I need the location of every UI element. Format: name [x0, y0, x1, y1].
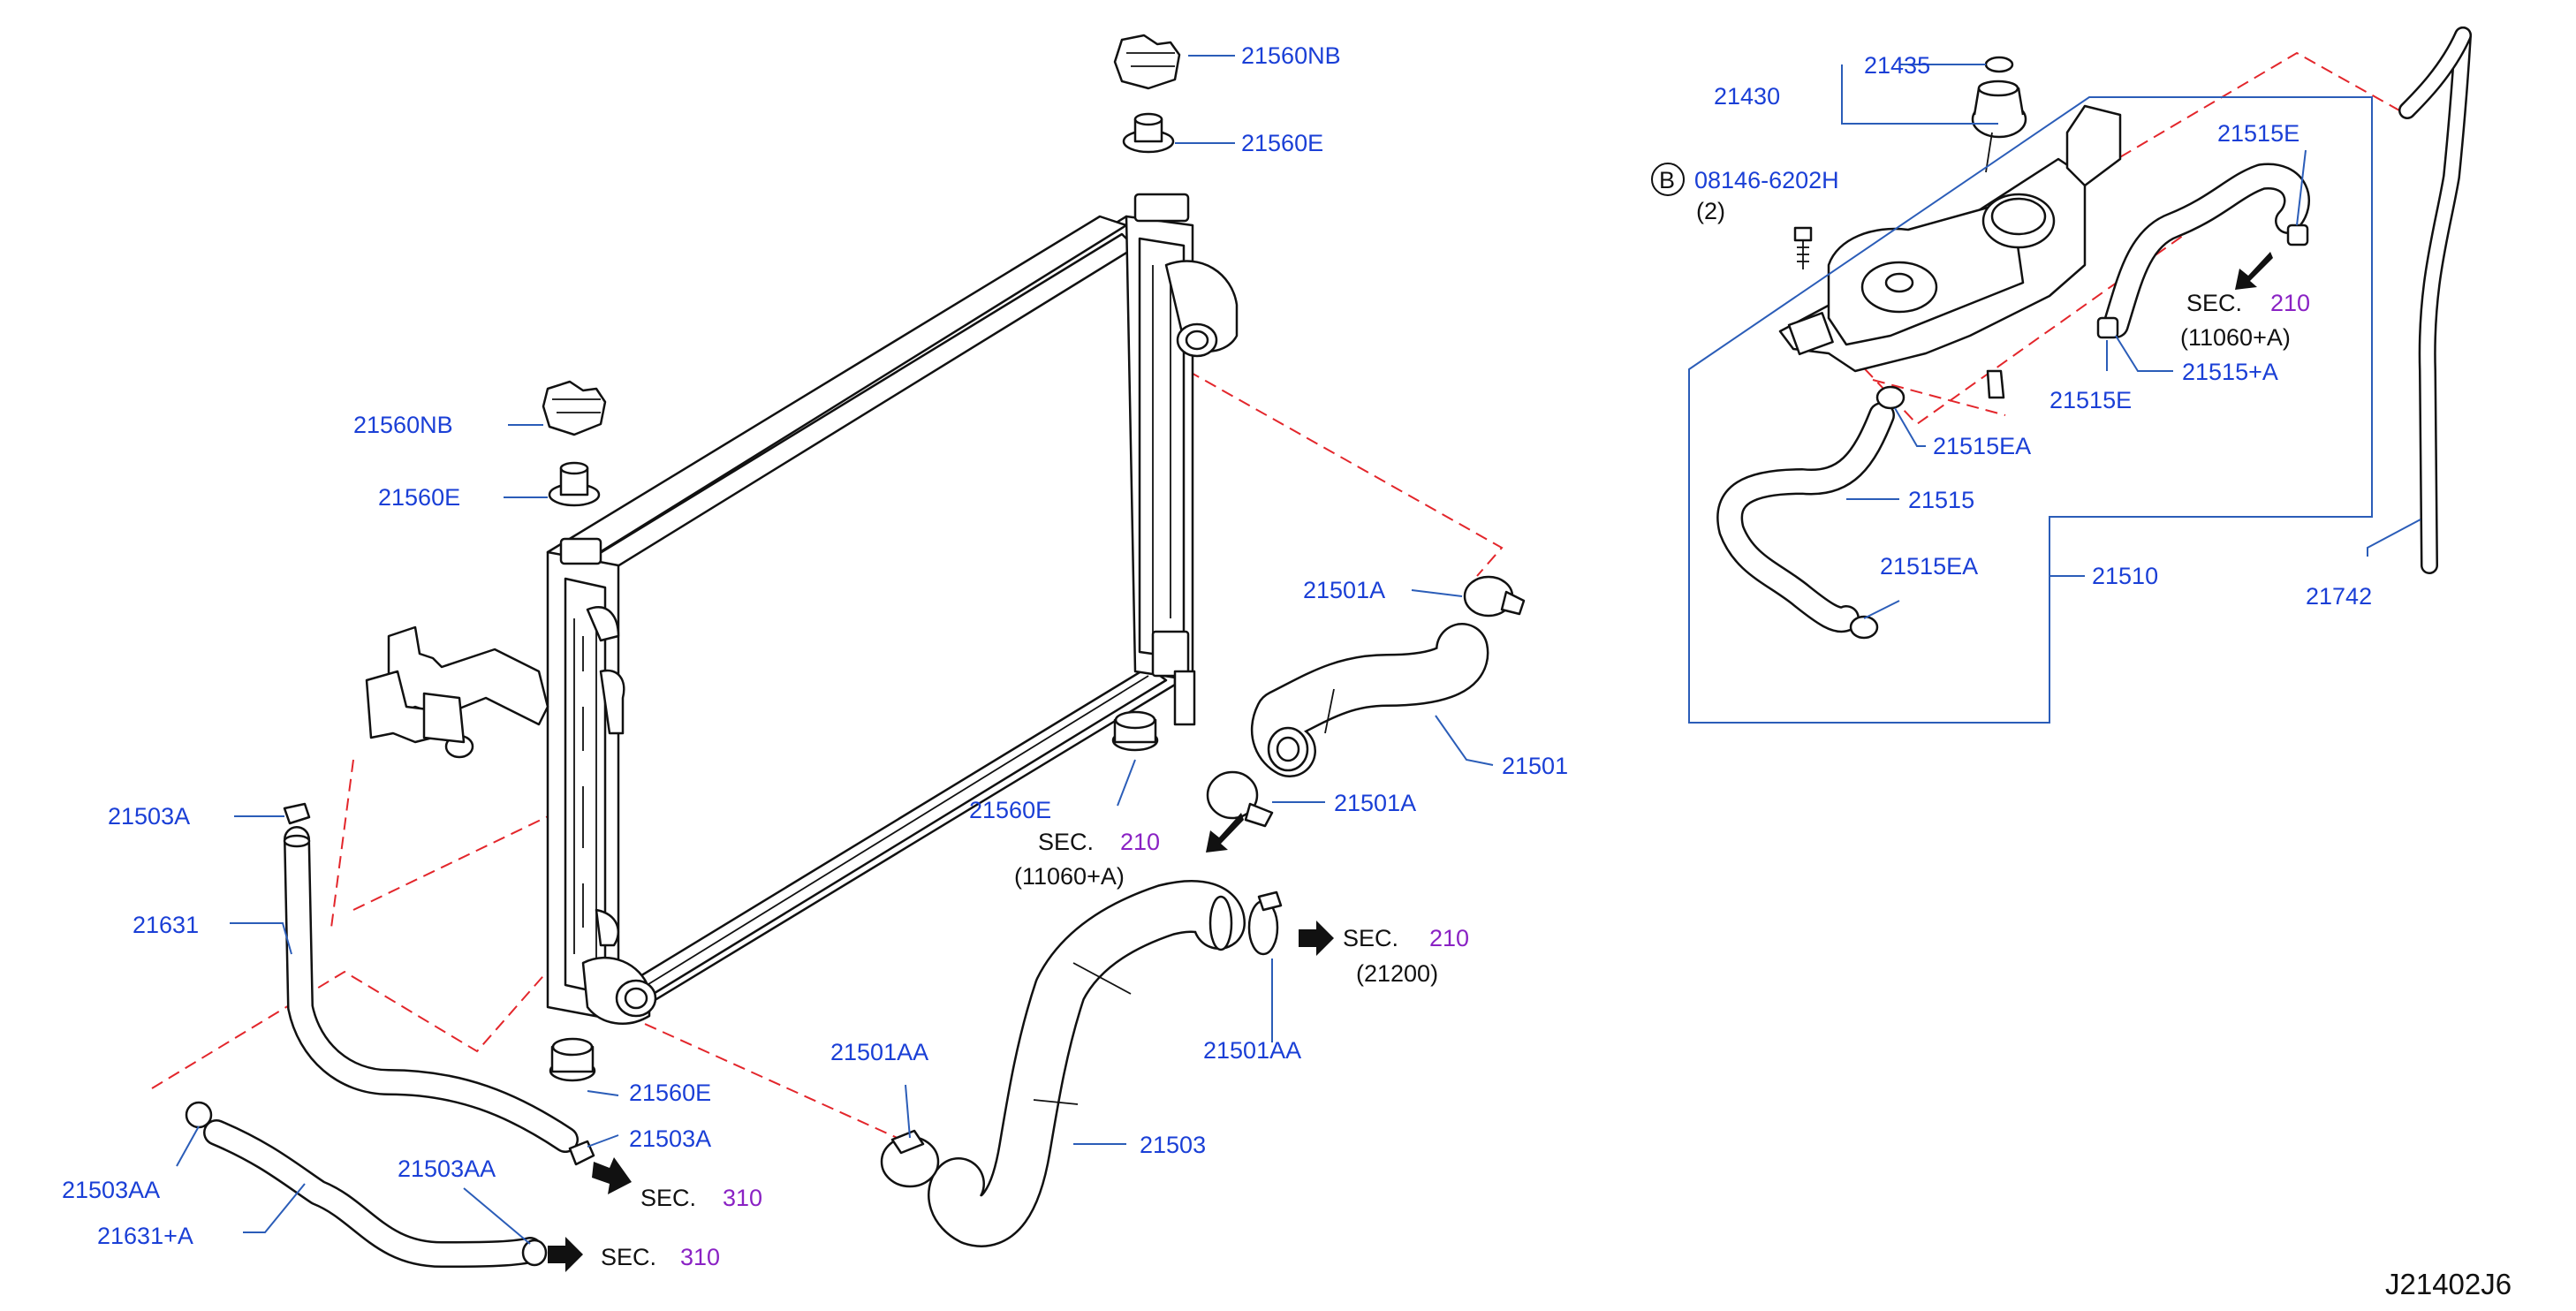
sec310-a-num: 310	[723, 1185, 762, 1211]
label-21515A: 21515+A	[2182, 359, 2278, 385]
lower-hose-21503	[928, 880, 1246, 1247]
sec210-tank-num: 210	[2270, 290, 2310, 316]
bushing-21560E-top	[1122, 112, 1175, 154]
clamp-21503AA-left	[185, 1101, 213, 1129]
arrow-sec310-a	[592, 1157, 632, 1194]
reservoir-group-outline	[1688, 96, 2373, 724]
bolt-08146	[1793, 226, 1813, 269]
gasket-21435	[1984, 56, 2014, 73]
clamp-21503AA-mid	[521, 1239, 548, 1267]
section-labels: SEC. 210 (11060+A) SEC. 210 (21200) SEC.…	[601, 290, 2310, 1270]
arrow-sec310-b	[548, 1237, 583, 1272]
hose-21631A	[203, 1119, 543, 1268]
bushing-21560E-left	[548, 461, 601, 507]
label-21503A-top: 21503A	[108, 803, 190, 830]
clamp-21515EA-bot	[1849, 615, 1879, 640]
arrow-sec210-tank	[2235, 252, 2273, 290]
oil-cooler-pipes	[365, 625, 549, 759]
label-21631: 21631	[133, 912, 199, 938]
sec210-tank-text: SEC.	[2186, 290, 2242, 316]
sec210-mid-num: 210	[1120, 829, 1160, 855]
label-21430: 21430	[1714, 83, 1780, 110]
upper-hose-21501	[1250, 623, 1489, 777]
sec310-a-text: SEC.	[640, 1185, 696, 1211]
label-21631A: 21631+A	[97, 1223, 193, 1249]
label-21515: 21515	[1908, 487, 1974, 513]
label-21560E-top: 21560E	[1241, 130, 1323, 156]
label-21560E-left: 21560E	[378, 484, 460, 511]
sec210-tank-sub: (11060+A)	[2180, 324, 2291, 351]
clamp-21515E-top	[2286, 224, 2309, 246]
bushing-21560E-bot	[549, 1037, 596, 1082]
label-21560E-mid: 21560E	[969, 797, 1051, 823]
label-21515E-top: 21515E	[2217, 120, 2299, 147]
radiator-assembly	[546, 193, 1239, 1025]
label-21510: 21510	[2092, 563, 2158, 589]
reservoir-tank	[1778, 104, 2122, 399]
sec210-mid-text: SEC.	[1038, 829, 1094, 855]
clamp-21503A-top	[283, 802, 311, 825]
sec310-b-text: SEC.	[601, 1244, 656, 1270]
bracket-21560NB-top	[1113, 34, 1181, 90]
label-21503AA-mid: 21503AA	[398, 1156, 496, 1182]
label-21515EA-top: 21515EA	[1933, 433, 2031, 459]
reservoir-cap-21430	[1971, 80, 2027, 173]
label-21501AA-left: 21501AA	[830, 1039, 928, 1065]
clamp-21515E-bot	[2096, 316, 2119, 339]
label-21515E-bot: 21515E	[2049, 387, 2132, 413]
clamp-21501AA-left	[880, 1129, 940, 1188]
left-tank-fins	[573, 618, 597, 963]
label-21501A-bot: 21501A	[1334, 790, 1416, 816]
sec210-right-num: 210	[1429, 925, 1469, 951]
label-21560NB-left: 21560NB	[353, 412, 453, 438]
hose-21631	[283, 826, 579, 1153]
bolt-circle-icon	[1651, 163, 1685, 196]
tube-21742	[2398, 27, 2472, 574]
label-21515EA-bot: 21515EA	[1880, 553, 1978, 580]
arrow-sec210-right	[1299, 921, 1334, 956]
label-21435: 21435	[1864, 52, 1930, 79]
label-21560NB-top: 21560NB	[1241, 42, 1341, 69]
label-21560E-bot: 21560E	[629, 1080, 711, 1106]
label-21503: 21503	[1140, 1132, 1206, 1158]
section-arrows	[548, 252, 2273, 1272]
label-21742: 21742	[2306, 583, 2372, 610]
label-21501AA-right: 21501AA	[1203, 1037, 1301, 1064]
hose-21515	[1716, 402, 1895, 633]
label-bolt-qty: (2)	[1696, 198, 1725, 224]
leader-lines	[176, 55, 2421, 1245]
arrow-sec210-mid	[1206, 813, 1244, 853]
clamp-21501A-top	[1463, 575, 1526, 618]
bracket-21560NB-left	[542, 380, 607, 436]
label-21501A-top: 21501A	[1303, 577, 1385, 603]
drawing-id: J21402J6	[2385, 1268, 2512, 1300]
sec210-mid-sub: (11060+A)	[1014, 863, 1125, 890]
label-bolt-circle: B	[1659, 167, 1675, 193]
sec310-b-num: 310	[680, 1244, 720, 1270]
clamp-21515EA-top	[1875, 385, 1905, 410]
label-21503A-bot: 21503A	[629, 1125, 711, 1152]
label-21503AA-left: 21503AA	[62, 1177, 160, 1203]
clamp-21501AA-right	[1247, 890, 1283, 956]
sec210-right-sub: (21200)	[1356, 960, 1438, 987]
hose-21515A	[2102, 163, 2310, 338]
part-labels: 21560NB 21560E 21560NB 21560E 21501A 215…	[62, 42, 2372, 1249]
label-21501: 21501	[1502, 753, 1568, 779]
mount-insulators	[542, 34, 1181, 1082]
label-08146-6202H: 08146-6202H	[1694, 167, 1839, 193]
sec210-right-text: SEC.	[1343, 925, 1398, 951]
bushing-21560E-mid	[1111, 710, 1159, 752]
clamp-21501A-bot	[1206, 770, 1274, 828]
